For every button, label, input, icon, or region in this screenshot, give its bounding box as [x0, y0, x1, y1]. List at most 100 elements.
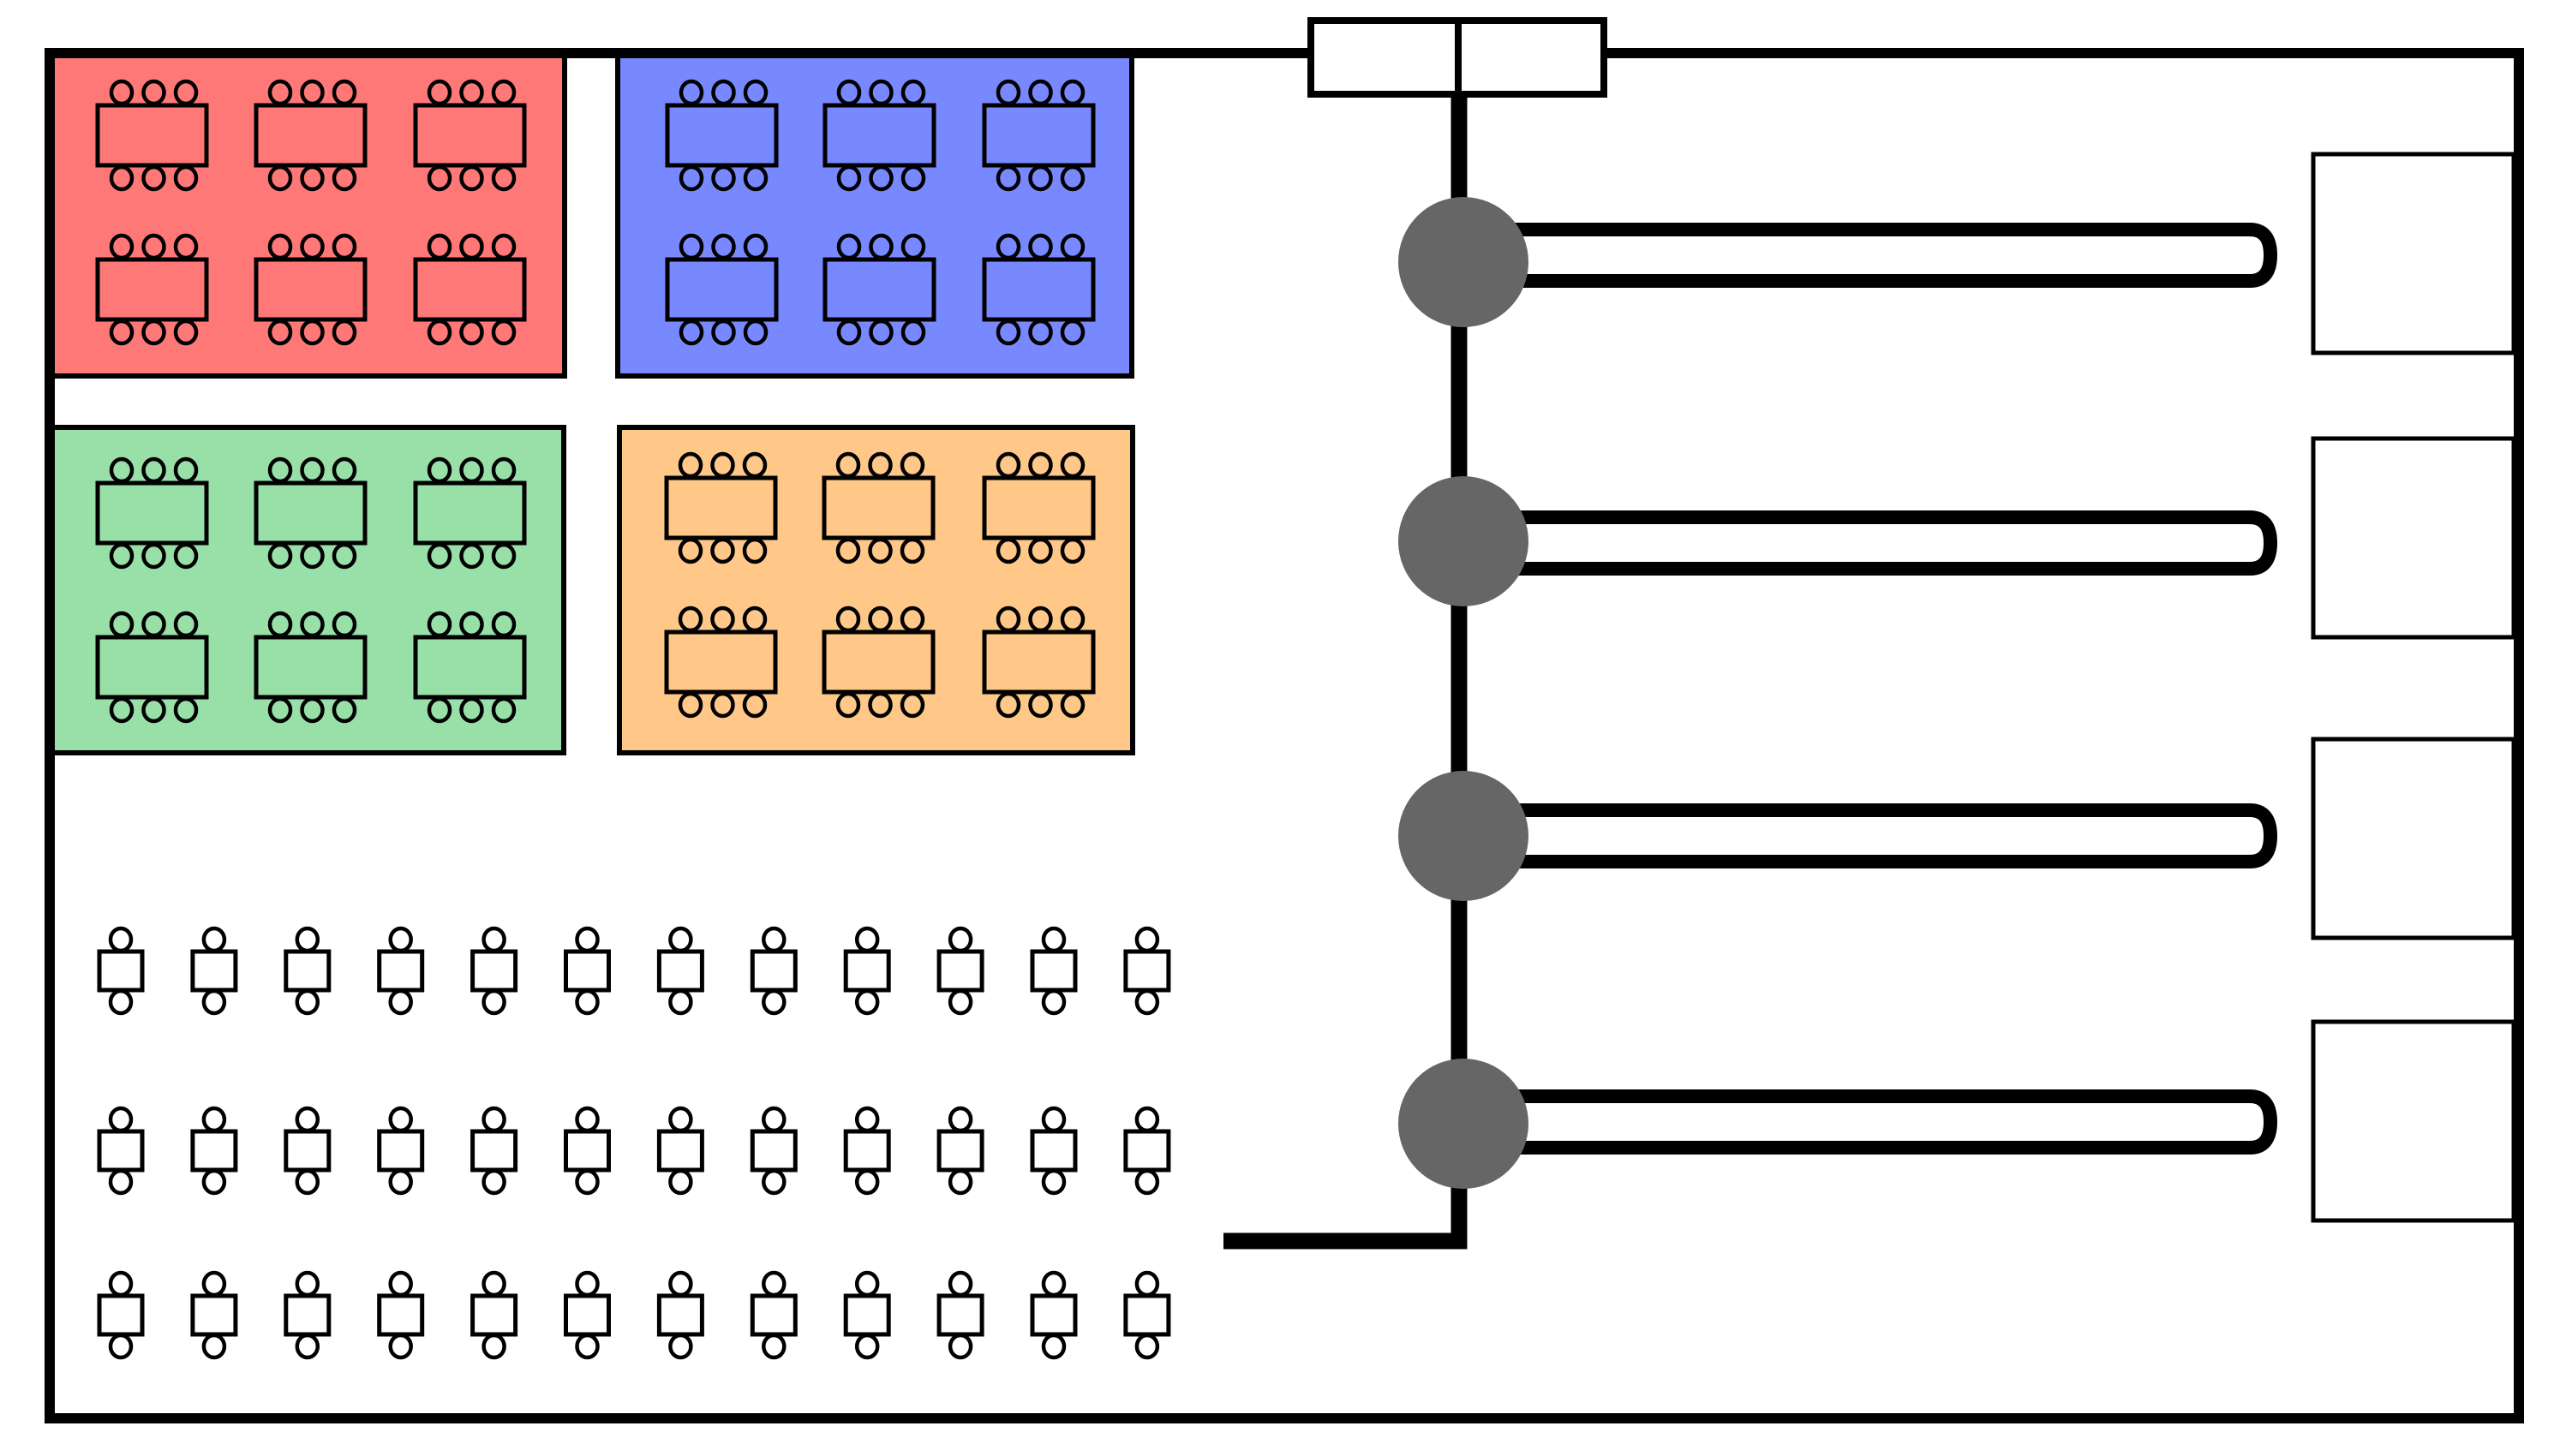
- green-room[interactable]: [46, 425, 566, 755]
- red-room[interactable]: [45, 48, 567, 379]
- branch-pipe[interactable]: [1508, 510, 2278, 576]
- desk[interactable]: [470, 1129, 518, 1173]
- conference-table-group[interactable]: [665, 233, 779, 346]
- desk[interactable]: [97, 1129, 145, 1173]
- desk-group[interactable]: [656, 1106, 704, 1196]
- conference-table-group[interactable]: [665, 79, 779, 192]
- desk-group[interactable]: [843, 1106, 891, 1196]
- end-box[interactable]: [2311, 436, 2516, 640]
- desk[interactable]: [190, 1129, 238, 1173]
- desk[interactable]: [1123, 1129, 1171, 1173]
- desk-group[interactable]: [564, 1106, 611, 1196]
- desk[interactable]: [656, 1129, 704, 1173]
- desk[interactable]: [284, 1129, 332, 1173]
- door-panel-right[interactable]: [1455, 17, 1607, 98]
- conference-table-group[interactable]: [95, 611, 209, 724]
- desk[interactable]: [377, 1293, 425, 1337]
- desk-group[interactable]: [470, 926, 518, 1016]
- desk-group[interactable]: [97, 926, 145, 1016]
- conference-table-group[interactable]: [95, 233, 209, 346]
- conference-table-group[interactable]: [254, 611, 368, 724]
- desk[interactable]: [750, 949, 798, 993]
- desk[interactable]: [284, 1293, 332, 1337]
- desk[interactable]: [936, 1293, 984, 1337]
- conference-table-group[interactable]: [413, 233, 527, 346]
- desk-group[interactable]: [750, 1106, 798, 1196]
- desk-group[interactable]: [1123, 926, 1171, 1016]
- desk[interactable]: [843, 1129, 891, 1173]
- desk[interactable]: [750, 1129, 798, 1173]
- desk[interactable]: [377, 1129, 425, 1173]
- desk[interactable]: [377, 949, 425, 993]
- desk-group[interactable]: [284, 1106, 332, 1196]
- conference-table[interactable]: [822, 475, 936, 540]
- desk-group[interactable]: [284, 926, 332, 1016]
- branch-pipe[interactable]: [1508, 1089, 2278, 1155]
- desk-group[interactable]: [750, 926, 798, 1016]
- desk-group[interactable]: [1030, 1270, 1078, 1360]
- blue-room[interactable]: [615, 48, 1134, 379]
- conference-table[interactable]: [982, 475, 1096, 540]
- conference-table-group[interactable]: [413, 611, 527, 724]
- desk[interactable]: [656, 1293, 704, 1337]
- entrance-door[interactable]: [1307, 17, 1607, 98]
- desk[interactable]: [936, 949, 984, 993]
- branch-4[interactable]: [1398, 1019, 2516, 1223]
- conference-table[interactable]: [413, 257, 527, 322]
- conference-table-group[interactable]: [413, 456, 527, 570]
- desk-group[interactable]: [97, 1270, 145, 1360]
- junction-node-icon[interactable]: [1398, 1059, 1528, 1189]
- branch-pipe[interactable]: [1508, 223, 2278, 288]
- conference-table[interactable]: [982, 103, 1096, 168]
- conference-table[interactable]: [665, 103, 779, 168]
- conference-table-group[interactable]: [664, 606, 778, 719]
- conference-table[interactable]: [413, 635, 527, 700]
- desk-group[interactable]: [377, 1106, 425, 1196]
- desk-group[interactable]: [1030, 1106, 1078, 1196]
- desk[interactable]: [656, 949, 704, 993]
- desk-group[interactable]: [190, 926, 238, 1016]
- branch-1[interactable]: [1398, 152, 2516, 355]
- desk-group[interactable]: [377, 926, 425, 1016]
- conference-table[interactable]: [664, 475, 778, 540]
- desk[interactable]: [284, 949, 332, 993]
- end-box[interactable]: [2311, 737, 2516, 940]
- desk[interactable]: [1123, 1293, 1171, 1337]
- conference-table[interactable]: [822, 630, 936, 695]
- end-box[interactable]: [2311, 152, 2516, 355]
- desk-group[interactable]: [656, 926, 704, 1016]
- desk-group[interactable]: [656, 1270, 704, 1360]
- conference-table[interactable]: [982, 630, 1096, 695]
- conference-table-group[interactable]: [982, 451, 1096, 564]
- conference-table-group[interactable]: [95, 456, 209, 570]
- conference-table-group[interactable]: [982, 233, 1096, 346]
- desk-group[interactable]: [564, 1270, 611, 1360]
- desk[interactable]: [936, 1129, 984, 1173]
- conference-table[interactable]: [95, 103, 209, 168]
- desk-group[interactable]: [1123, 1270, 1171, 1360]
- desk-group[interactable]: [936, 1106, 984, 1196]
- conference-table[interactable]: [254, 480, 368, 546]
- desk[interactable]: [843, 1293, 891, 1337]
- desk[interactable]: [1030, 1293, 1078, 1337]
- desk-group[interactable]: [564, 926, 611, 1016]
- conference-table[interactable]: [95, 480, 209, 546]
- desk[interactable]: [190, 949, 238, 993]
- conference-table[interactable]: [95, 257, 209, 322]
- conference-table-group[interactable]: [664, 451, 778, 564]
- desk-group[interactable]: [470, 1106, 518, 1196]
- desk-group[interactable]: [843, 926, 891, 1016]
- conference-table[interactable]: [95, 635, 209, 700]
- orange-room[interactable]: [617, 425, 1135, 755]
- conference-table[interactable]: [413, 103, 527, 168]
- conference-table[interactable]: [254, 103, 368, 168]
- conference-table-group[interactable]: [254, 233, 368, 346]
- junction-node-icon[interactable]: [1398, 197, 1528, 327]
- conference-table[interactable]: [254, 635, 368, 700]
- desk[interactable]: [1030, 949, 1078, 993]
- desk-group[interactable]: [1030, 926, 1078, 1016]
- desk[interactable]: [470, 949, 518, 993]
- desk[interactable]: [1123, 949, 1171, 993]
- desk[interactable]: [97, 949, 145, 993]
- desk-group[interactable]: [97, 1106, 145, 1196]
